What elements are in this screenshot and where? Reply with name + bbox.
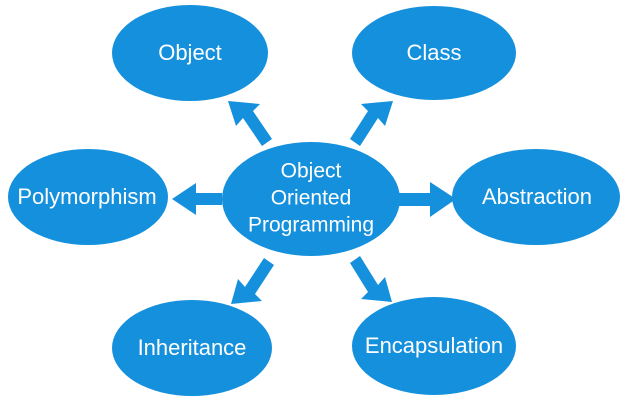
node-inheritance-label: Inheritance [138,335,247,360]
arrow-right [398,182,456,217]
node-polymorphism-label: Polymorphism [17,184,156,209]
node-encapsulation[interactable]: Encapsulation [352,297,516,395]
node-polymorphism[interactable]: Polymorphism [8,149,168,245]
arrow-left [172,183,222,215]
center-node-line-2: Oriented [271,187,352,210]
node-abstraction-label: Abstraction [482,184,592,209]
node-object-label: Object [158,40,222,65]
node-inheritance-shape [112,300,272,396]
node-class-shape [352,6,516,100]
node-inheritance[interactable]: Inheritance [112,300,272,396]
center-node-line-3: Programming [248,214,374,237]
node-polymorphism-shape [8,149,168,245]
center-node[interactable]: Object Oriented Programming [222,142,400,256]
node-object[interactable]: Object [112,5,268,101]
arrow-up-left [228,101,272,146]
node-abstraction-shape [452,149,620,245]
node-encapsulation-shape [352,297,516,395]
center-node-shape [222,142,400,256]
node-class-label: Class [406,40,461,65]
arrow-up-right [350,101,393,146]
arrow-down-right [350,256,392,302]
node-class[interactable]: Class [352,6,516,100]
arrow-down-left [231,258,274,304]
node-abstraction[interactable]: Abstraction [452,149,620,245]
node-object-shape [112,5,268,101]
node-encapsulation-label: Encapsulation [365,333,503,358]
center-node-line-1: Object [281,160,342,183]
